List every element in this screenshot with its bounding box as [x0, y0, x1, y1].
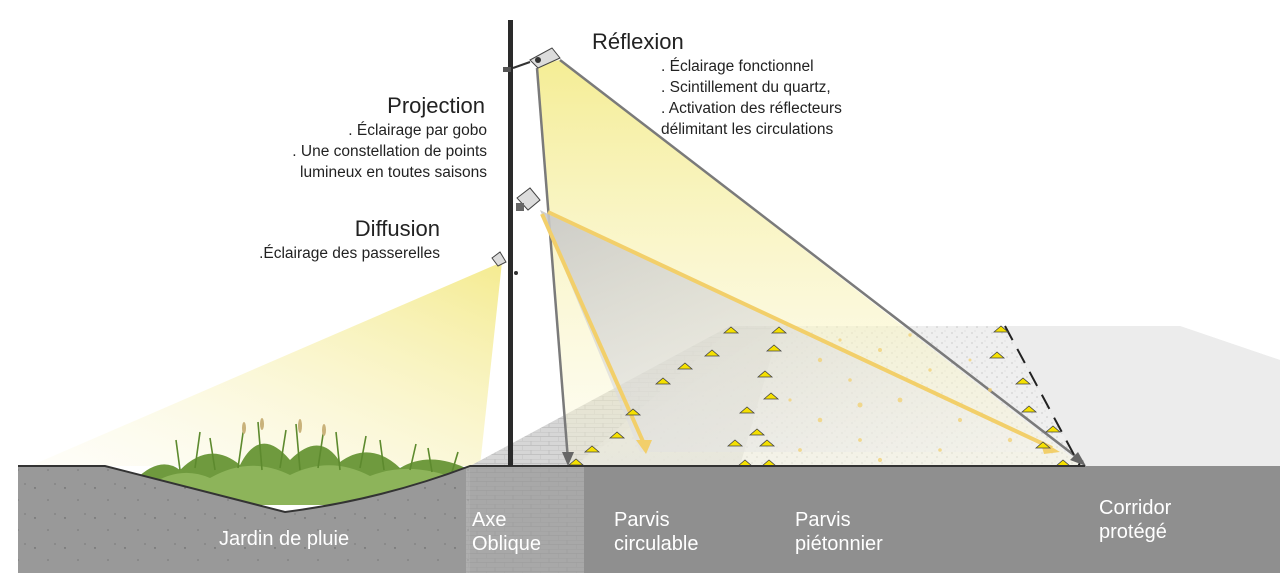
- reflector: [1014, 377, 1032, 385]
- reflector: [722, 326, 740, 334]
- reflexion-line: . Activation des réflecteurs: [661, 100, 842, 117]
- reflector: [624, 408, 642, 416]
- corridor-dashed-line: [1004, 325, 1081, 467]
- zone-label-line: Parvis: [614, 509, 670, 531]
- projection-beam: [540, 210, 1060, 452]
- reflector: [992, 325, 1010, 333]
- reflector: [608, 431, 626, 439]
- reflector: [654, 377, 672, 385]
- reflector: [1020, 405, 1038, 413]
- zone-parvis-pietonnier: Parvis piétonnier: [795, 508, 883, 556]
- zone-label-line: Oblique: [472, 533, 541, 555]
- zone-corridor-protege: Corridor protégé: [1099, 496, 1171, 544]
- reflector: [762, 392, 780, 400]
- diffusion-line: .Éclairage des passerelles: [259, 245, 440, 262]
- rain-garden-soil: [18, 466, 470, 573]
- reflexion-arrowhead-right: [1070, 452, 1086, 466]
- reflector: [1034, 441, 1052, 449]
- reflector: [738, 406, 756, 414]
- projection-title: Projection: [387, 93, 485, 118]
- reflector: [988, 351, 1006, 359]
- projection-luminaire: [516, 187, 541, 211]
- reflexion-line: délimitant les circulations: [661, 121, 834, 138]
- zone-jardin-de-pluie: Jardin de pluie: [219, 528, 350, 550]
- reflector: [703, 349, 721, 357]
- reflector: [765, 344, 783, 352]
- reflexion-title: Réflexion: [592, 29, 684, 54]
- zone-label-line: Parvis: [795, 509, 851, 531]
- zone-label-line: Axe: [472, 509, 507, 531]
- projection-description: . Éclairage par gobo . Une constellation…: [200, 120, 487, 183]
- reflexion-line: . Scintillement du quartz,: [661, 79, 831, 96]
- reflector: [1044, 425, 1062, 433]
- diffusion-title: Diffusion: [354, 216, 440, 241]
- zone-axe-oblique: Axe Oblique: [472, 508, 541, 556]
- reflector: [726, 439, 744, 447]
- reflexion-line: . Éclairage fonctionnel: [661, 58, 814, 75]
- zone-parvis-circulable: Parvis circulable: [614, 508, 698, 556]
- light-speckles: [788, 333, 1013, 463]
- zone-label-line: piétonnier: [795, 533, 883, 555]
- reflexion-luminaire: [503, 47, 561, 72]
- zone-label-line: Corridor: [1099, 497, 1172, 519]
- reflector: [758, 439, 776, 447]
- reflexion-arrowhead-left: [562, 452, 574, 466]
- projection-line: . Éclairage par gobo: [348, 122, 487, 139]
- zone-label-line: circulable: [614, 533, 699, 555]
- projection-line: lumineux en toutes saisons: [300, 164, 487, 181]
- projection-arrowhead-1: [636, 440, 652, 454]
- diffusion-description: .Éclairage des passerelles: [200, 243, 440, 264]
- reflexion-beam-edge-left: [535, 67, 570, 461]
- projection-arrow-2: [547, 210, 1053, 450]
- diffusion-luminaire: [491, 251, 518, 275]
- reflexion-description: . Éclairage fonctionnel . Scintillement …: [661, 56, 842, 140]
- reflector: [583, 445, 601, 453]
- zone-label-line: protégé: [1099, 521, 1167, 543]
- reflector: [770, 326, 788, 334]
- reflector: [676, 362, 694, 370]
- reflexion-beam-edge-right: [559, 59, 1084, 463]
- lighting-mast: [508, 20, 513, 466]
- reflector: [748, 428, 766, 436]
- diffusion-beam: [30, 262, 502, 466]
- projection-line: . Une constellation de points: [292, 143, 487, 160]
- axe-oblique-section: [466, 466, 584, 573]
- corridor-surface: [1005, 326, 1280, 466]
- reflector: [756, 370, 774, 378]
- reflectors: [567, 325, 1072, 467]
- ground-surface-line: [18, 465, 1085, 514]
- projection-arrow-1: [540, 213, 647, 447]
